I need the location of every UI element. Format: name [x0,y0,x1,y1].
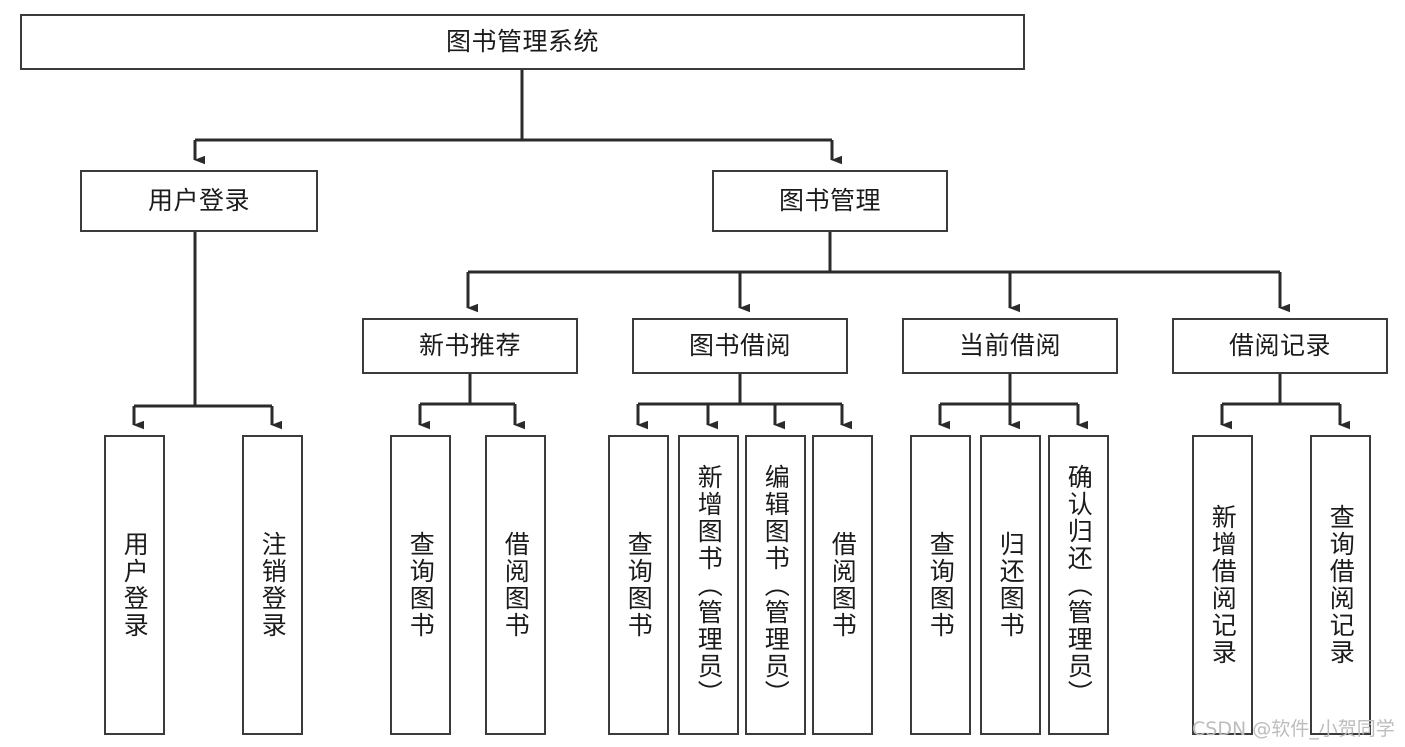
node-book-management[interactable]: 图书管理 [712,170,948,232]
node-label: 借阅图书 [501,531,531,639]
node-label: 新增借阅记录 [1208,504,1238,666]
node-new-book-recommend[interactable]: 新书推荐 [362,318,578,374]
node-label: 查询图书 [926,531,956,639]
node-label: 编辑图书（管理员） [761,463,791,707]
node-label: 图书管理系统 [445,26,599,56]
node-label: 新书推荐 [418,330,521,360]
node-label: 新增图书（管理员） [694,463,724,707]
node-label: 图书借阅 [688,330,791,360]
leaf-records-add-record[interactable]: 新增借阅记录 [1192,435,1253,735]
leaf-records-query-record[interactable]: 查询借阅记录 [1310,435,1371,735]
leaf-newbook-borrow-book[interactable]: 借阅图书 [485,435,546,735]
node-root-system[interactable]: 图书管理系统 [20,14,1025,70]
node-label: 当前借阅 [958,330,1061,360]
node-label: 借阅记录 [1228,330,1331,360]
leaf-current-query-book[interactable]: 查询图书 [910,435,971,735]
leaf-borrow-add-book-admin[interactable]: 新增图书（管理员） [678,435,739,735]
node-label: 借阅图书 [828,531,858,639]
node-label: 注销登录 [258,531,288,639]
leaf-user-logout[interactable]: 注销登录 [242,435,303,735]
node-label: 查询图书 [624,531,654,639]
node-label: 用户登录 [120,531,150,639]
node-label: 归还图书 [996,531,1026,639]
node-current-borrow[interactable]: 当前借阅 [902,318,1118,374]
leaf-borrow-borrow-book[interactable]: 借阅图书 [812,435,873,735]
node-label: 查询借阅记录 [1326,504,1356,666]
leaf-newbook-query-book[interactable]: 查询图书 [390,435,451,735]
leaf-borrow-query-book[interactable]: 查询图书 [608,435,669,735]
node-label: 图书管理 [778,185,881,215]
leaf-user-login[interactable]: 用户登录 [104,435,165,735]
node-book-borrow[interactable]: 图书借阅 [632,318,848,374]
node-borrow-records[interactable]: 借阅记录 [1172,318,1388,374]
leaf-borrow-edit-book-admin[interactable]: 编辑图书（管理员） [745,435,806,735]
node-label: 用户登录 [147,185,250,215]
node-label: 查询图书 [406,531,436,639]
node-user-login[interactable]: 用户登录 [80,170,318,232]
node-label: 确认归还（管理员） [1064,463,1094,707]
csdn-watermark: CSDN @软件_小贺同学 [1192,718,1395,740]
leaf-current-confirm-return-admin[interactable]: 确认归还（管理员） [1048,435,1109,735]
leaf-current-return-book[interactable]: 归还图书 [980,435,1041,735]
